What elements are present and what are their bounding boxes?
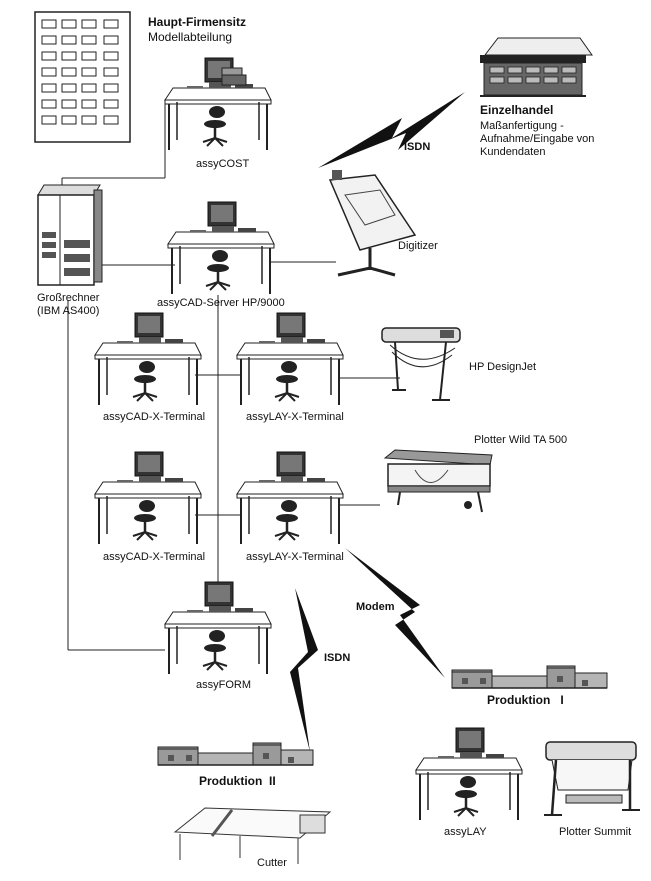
assycad-terminal-1-label: assyCAD-X-Terminal [103,411,206,423]
modem-label: Modem [356,601,395,613]
mainframe-label-line2: (IBM AS400) [37,305,100,317]
assylay-terminal-2-icon [235,450,345,546]
assycad-server-label: assyCAD-Server HP/9000 [157,297,285,309]
plotter-wild-icon [383,449,493,513]
assycad-terminal-2-icon [93,450,203,546]
production-1-plant-icon [451,665,608,689]
assycost-peripherals-icon [221,67,247,86]
isdn-top-bolt [318,92,465,168]
headquarters-title: Haupt-Firmensitz [148,15,247,29]
assycad-terminal-1-icon [93,311,203,407]
isdn-top-label: ISDN [404,141,431,153]
production-2-label: Produktion II [199,774,276,788]
hp-designjet-icon [381,327,461,401]
production-1-label: Produktion I [487,693,564,707]
plotter-summit-icon [544,741,640,816]
assycad-terminal-2-label: assyCAD-X-Terminal [103,551,206,563]
digitizer-icon [328,170,417,277]
headquarters-subtitle: Modellabteilung [148,30,233,44]
plotter-summit-label: Plotter Summit [559,826,632,838]
headquarters-building-icon [34,11,131,143]
assylay-label: assyLAY [444,826,487,838]
mainframe-icon [37,184,103,286]
assycost-label: assyCOST [196,158,250,170]
retail-title: Einzelhandel [480,103,554,117]
hp-designjet-label: HP DesignJet [469,361,537,373]
digitizer-label: Digitizer [398,240,438,252]
network-lines [61,100,400,651]
isdn-bottom-label: ISDN [324,652,351,664]
retail-store-icon [480,37,593,97]
assyform-label: assyFORM [196,679,251,691]
assylay-workstation-icon [414,726,524,822]
assylay-terminal-2-label: assyLAY-X-Terminal [246,551,344,563]
assylay-terminal-1-icon [235,311,345,407]
modem-bolt [345,548,445,678]
cutter-icon [173,807,332,864]
mainframe-label-line1: Großrechner [37,292,100,304]
assycad-server-workstation-icon [166,200,276,296]
assycost-workstation-icon [163,56,273,152]
isdn-bottom-bolt [290,588,318,752]
assyform-workstation-icon [163,580,273,676]
retail-description: Maßanfertigung - Aufnahme/Eingabe von Ku… [480,120,595,158]
production-2-plant-icon [157,742,314,766]
assylay-terminal-1-label: assyLAY-X-Terminal [246,411,344,423]
cutter-label: Cutter [257,857,287,869]
plotter-wild-label: Plotter Wild TA 500 [474,434,568,446]
